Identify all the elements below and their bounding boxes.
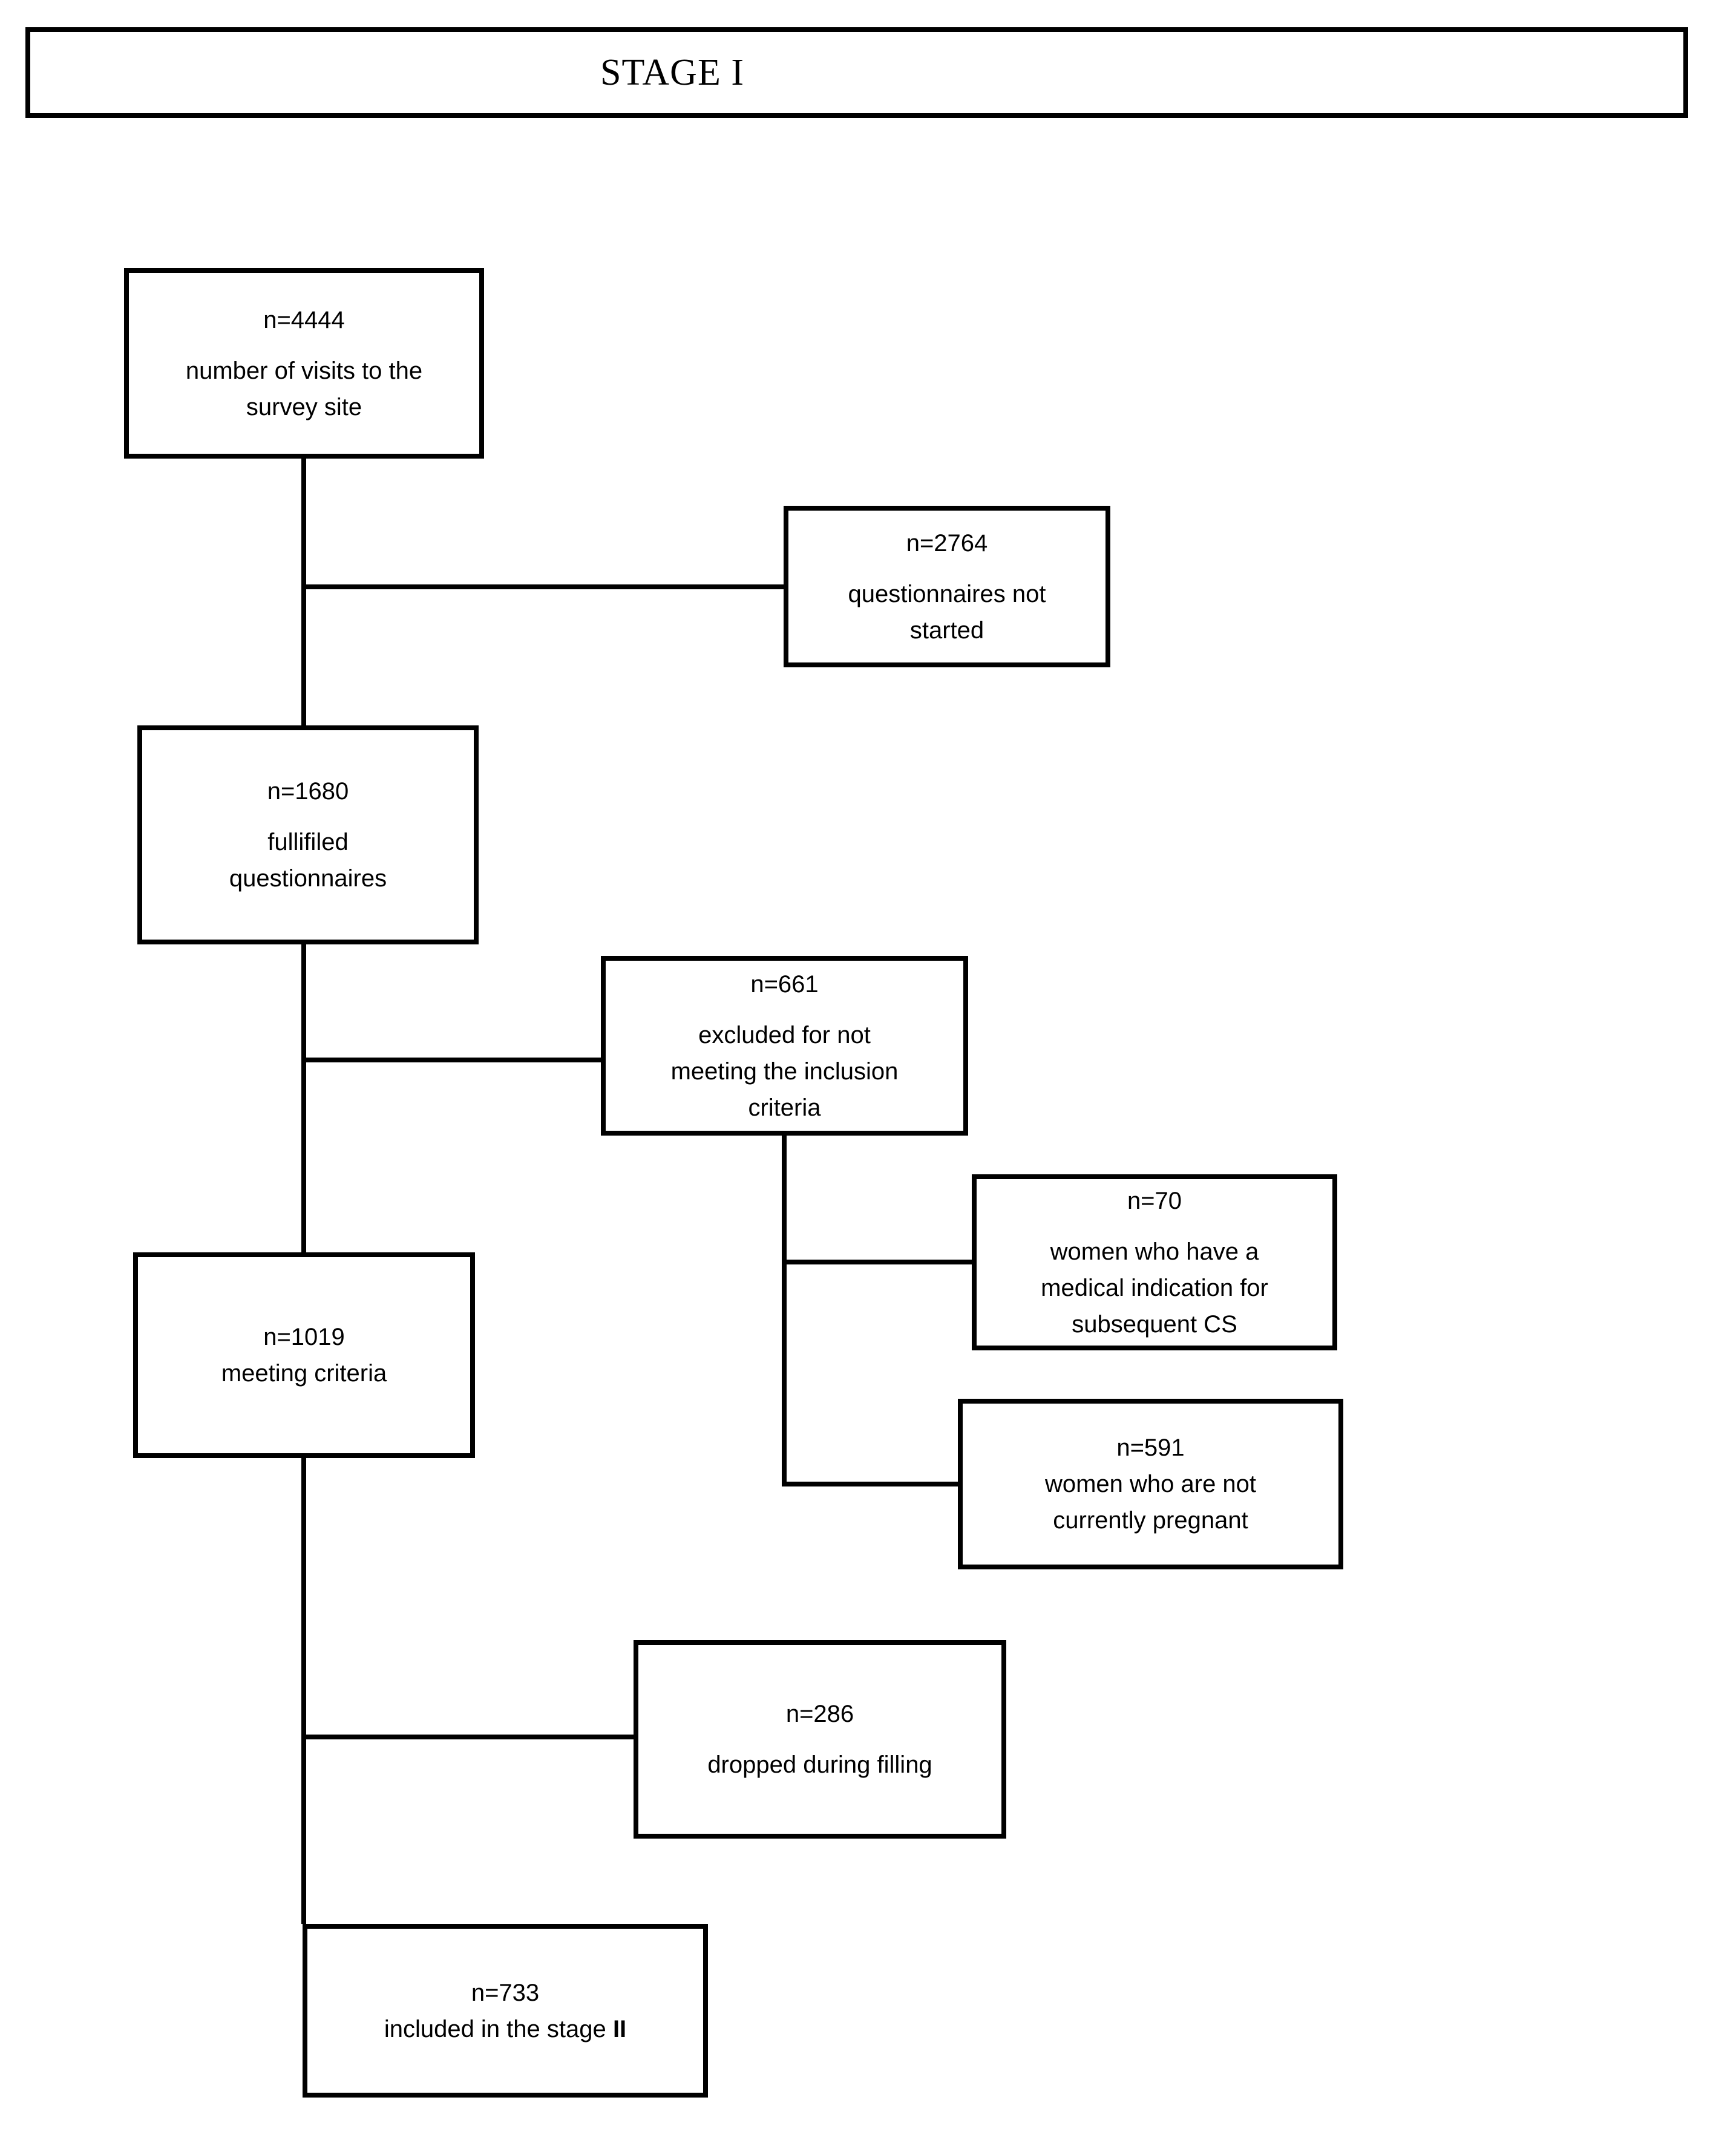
node-visits-label: number of visits to the survey site [185,357,423,420]
stage-title: STAGE I [600,51,744,93]
node-not-pregnant-count: n=591 [1116,1434,1185,1461]
node-meeting-criteria: n=1019 meeting criteria [133,1252,475,1458]
node-dropped: n=286 dropped during filling [634,1640,1006,1839]
stage2-roman-numeral: II [612,2015,627,2042]
connector-branch-not-started [304,584,784,589]
node-medical-cs-count: n=70 [1127,1187,1182,1214]
node-visits: n=4444 number of visits to the survey si… [124,268,484,459]
connector-excluded-down [782,1136,787,1486]
connector-branch-not-pregnant [784,1482,958,1486]
node-excluded-count: n=661 [750,970,819,998]
node-not-started-label: questionnaires not started [848,580,1046,644]
connector-meeting-to-included [301,1458,306,1924]
connector-branch-medical-cs [784,1260,972,1264]
node-fulfilled: n=1680 fullifiled questionnaires [137,725,479,944]
node-dropped-label: dropped during filling [707,1751,932,1778]
node-not-started: n=2764 questionnaires not started [784,506,1110,667]
connector-branch-dropped [304,1735,634,1739]
node-included-stage2-count: n=733 [471,1979,540,2006]
node-meeting-criteria-count: n=1019 [263,1324,345,1350]
node-not-pregnant: n=591 women who are not currently pregna… [958,1399,1343,1569]
node-fulfilled-label: fullifiled questionnaires [229,829,387,892]
stage-header-box: STAGE I [25,27,1688,118]
node-visits-count: n=4444 [263,306,345,333]
node-dropped-count: n=286 [785,1701,854,1727]
connector-fulfilled-to-meeting [301,944,306,1252]
node-not-started-count: n=2764 [906,529,988,557]
node-excluded-label: excluded for not meeting the inclusion c… [670,1021,899,1121]
node-medical-cs-label: women who have a medical indication for … [1041,1238,1268,1338]
connector-branch-excluded [304,1058,601,1062]
node-excluded: n=661 excluded for not meeting the inclu… [601,956,968,1136]
node-not-pregnant-label: women who are not currently pregnant [1044,1471,1257,1534]
node-meeting-criteria-label: meeting criteria [221,1360,387,1387]
node-medical-cs: n=70 women who have a medical indication… [972,1174,1337,1350]
node-fulfilled-count: n=1680 [267,778,349,805]
connector-visits-to-fulfilled [301,459,306,725]
